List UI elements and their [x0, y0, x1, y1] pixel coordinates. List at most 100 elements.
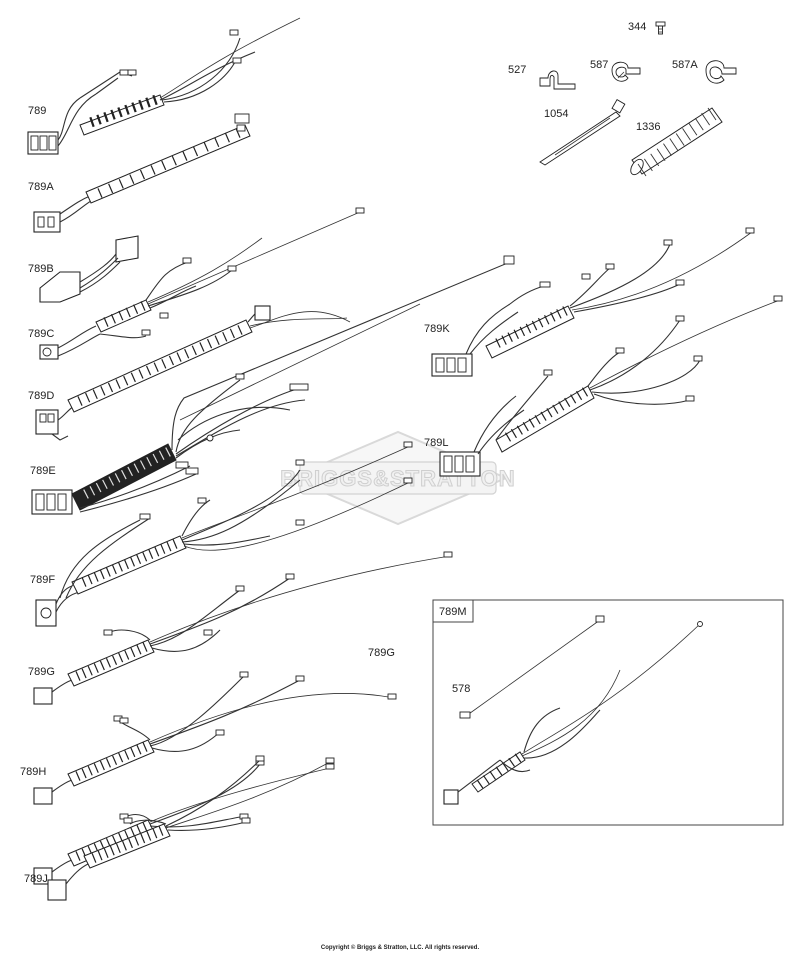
harness-789C [39, 207, 365, 360]
loom-rib [581, 387, 589, 397]
loom-rib [75, 771, 81, 781]
loom-rib [118, 652, 124, 663]
loom-rib [130, 372, 136, 383]
tubing-rib [643, 158, 653, 172]
harness-789F [35, 441, 413, 627]
loom-rib [531, 320, 538, 331]
loom-rib [214, 335, 220, 345]
loom-rib [546, 408, 553, 418]
loom-rib [110, 313, 116, 324]
loom-rib [103, 848, 109, 858]
loom-rib [124, 104, 130, 115]
loom-rib [161, 160, 167, 171]
loom-rib [91, 853, 97, 863]
part-1336-convoluted-tubing [630, 107, 723, 177]
loom-rib [161, 358, 167, 369]
loom-rib [495, 766, 503, 776]
label-789B: 789B [28, 263, 54, 275]
loom-rib [93, 763, 99, 773]
loom-rib [489, 770, 496, 780]
label-789J: 789J [24, 873, 48, 885]
part-587A-clip [705, 60, 737, 84]
loom-rib [552, 404, 559, 414]
loom-rib [139, 169, 146, 180]
tubing-rib [650, 153, 660, 167]
loom-rib [136, 744, 142, 755]
loom-rib [562, 306, 568, 316]
tubing-rib [675, 133, 685, 146]
loom-rib [92, 389, 98, 400]
loom-rib [165, 447, 171, 457]
tubing-rib [707, 107, 717, 121]
loom-rib [168, 355, 175, 366]
label-587A: 587A [672, 59, 698, 71]
loom-rib [176, 352, 182, 362]
label-789D: 789D [28, 390, 54, 402]
loom-rib [150, 165, 156, 175]
loom-rib [537, 317, 544, 328]
loom-rib [85, 392, 91, 403]
label-527: 527 [508, 64, 526, 76]
loom-rib [99, 760, 105, 771]
loom-rib [105, 757, 111, 768]
watermark-logo: BRIGGS&STRATTON [280, 430, 515, 526]
loom-rib [182, 151, 188, 161]
loom-rib [544, 314, 550, 325]
loom-rib [513, 329, 519, 340]
inset-title: 789M [439, 606, 467, 618]
loom-rib [550, 312, 556, 322]
loom-rib [136, 824, 142, 835]
loom-rib [87, 574, 93, 585]
part-labels: 344 527 587 587A 1054 1336 789 789A 789B… [20, 21, 698, 885]
inset-789M: 789M [432, 599, 784, 826]
loom-rib [130, 747, 136, 758]
loom-rib [87, 665, 93, 676]
loom-rib [122, 840, 127, 851]
label-789C: 789C [28, 328, 54, 340]
loom-rib [476, 779, 484, 789]
loom-rib [222, 331, 228, 342]
loom-rib [111, 564, 117, 575]
loom-rib [154, 546, 160, 557]
loom-rib [519, 326, 526, 337]
loom-rib [142, 551, 148, 562]
loom-rib [206, 338, 213, 349]
loom-rib [102, 479, 108, 490]
loom-rib [75, 851, 81, 861]
loom-rib [152, 94, 158, 106]
loom-rib [81, 577, 87, 587]
loom-rib [146, 456, 152, 467]
harness-789E [31, 255, 515, 515]
loom-rib [229, 328, 235, 339]
loom-rib [75, 671, 81, 681]
loom-rib [508, 757, 515, 767]
loom-rib [534, 415, 541, 425]
label-578: 578 [452, 683, 470, 695]
loom-rib [160, 544, 166, 554]
loom-rib [203, 142, 209, 152]
loom-rib [184, 348, 190, 359]
loom-rib [99, 569, 105, 580]
loom-rib [77, 396, 83, 406]
harness-789K [431, 227, 755, 377]
loom-rib [564, 397, 571, 408]
inset-frame [432, 599, 784, 826]
loom-rib [100, 386, 106, 396]
tubing-rib [637, 163, 647, 177]
loom-rib [115, 843, 121, 854]
tubing-rib [669, 138, 679, 151]
loom-rib [570, 394, 577, 404]
harness-789J [47, 755, 335, 901]
loom-rib [124, 750, 130, 760]
loom-rib [124, 650, 130, 660]
tubing-rib [701, 112, 711, 126]
loom-rib [172, 539, 178, 549]
loom-rib [158, 450, 165, 460]
loom-rib [501, 335, 507, 345]
loom-rib [148, 549, 154, 559]
loom-rib [528, 418, 535, 428]
loom-rib [130, 556, 136, 567]
loom-rib [87, 765, 93, 776]
loom-rib [83, 489, 89, 499]
